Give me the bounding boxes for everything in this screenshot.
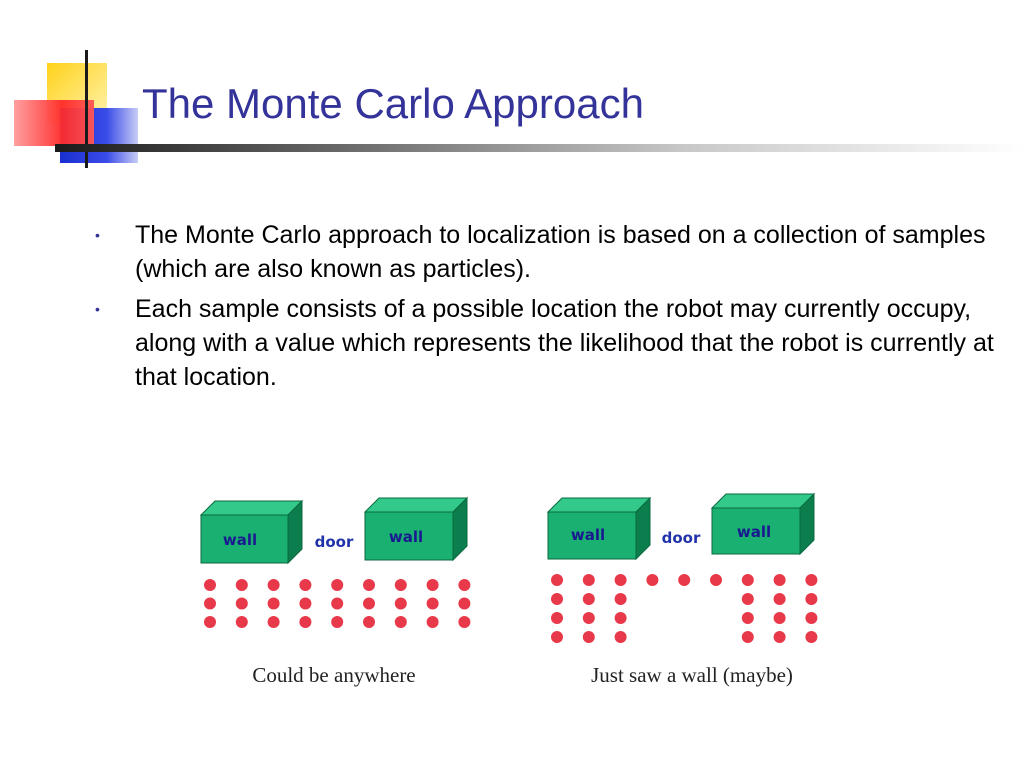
particle bbox=[710, 574, 722, 586]
bullet-icon: • bbox=[95, 301, 100, 317]
particle bbox=[582, 612, 595, 624]
particle bbox=[614, 593, 627, 605]
particle bbox=[773, 593, 786, 605]
particle bbox=[394, 597, 407, 610]
panel-just-saw-a-wall: wall door wall Just saw a wall (maybe) bbox=[546, 492, 818, 687]
particle bbox=[582, 574, 595, 586]
particle bbox=[741, 612, 754, 624]
particle bbox=[582, 593, 595, 605]
slide-title: The Monte Carlo Approach bbox=[142, 80, 644, 127]
particle bbox=[458, 616, 471, 628]
particle bbox=[582, 631, 595, 643]
particle bbox=[363, 616, 375, 628]
particle bbox=[741, 631, 754, 643]
particle bbox=[299, 597, 312, 610]
bullet-text: The Monte Carlo approach to localization… bbox=[135, 221, 986, 283]
wall-block-left: wall bbox=[546, 496, 652, 561]
particle bbox=[299, 616, 312, 628]
particle bbox=[773, 631, 786, 643]
particle bbox=[551, 612, 563, 624]
bullet-item: • Each sample consists of a possible loc… bbox=[95, 292, 1005, 394]
particle bbox=[458, 579, 471, 591]
particle bbox=[235, 579, 248, 591]
particle bbox=[773, 612, 786, 624]
particle bbox=[204, 579, 216, 591]
bullet-list: • The Monte Carlo approach to localizati… bbox=[95, 218, 1005, 400]
particle bbox=[235, 616, 248, 628]
wall-block-left: wall bbox=[199, 499, 304, 565]
wall-label: wall bbox=[389, 528, 423, 546]
wall-block-right: wall bbox=[363, 496, 469, 562]
particle bbox=[805, 612, 818, 624]
particle bbox=[458, 597, 471, 610]
particle bbox=[299, 579, 312, 591]
particle-grid bbox=[204, 579, 471, 628]
particle bbox=[394, 616, 407, 628]
particle bbox=[551, 631, 563, 643]
particle bbox=[363, 579, 375, 591]
slide-logo bbox=[14, 50, 138, 168]
particle bbox=[773, 574, 786, 586]
particle bbox=[331, 597, 344, 610]
title-underline bbox=[55, 144, 1024, 152]
particle bbox=[614, 574, 627, 586]
particle bbox=[805, 631, 818, 643]
particle-grid bbox=[551, 574, 818, 643]
particle bbox=[267, 597, 280, 610]
particle bbox=[805, 593, 818, 605]
particle bbox=[426, 616, 439, 628]
particle bbox=[363, 597, 375, 610]
panel-caption: Could be anywhere bbox=[252, 663, 415, 687]
particle bbox=[331, 579, 344, 591]
wall-label: wall bbox=[223, 531, 257, 549]
particle bbox=[331, 616, 344, 628]
particle bbox=[204, 616, 216, 628]
particle bbox=[426, 597, 439, 610]
particle bbox=[741, 593, 754, 605]
particle bbox=[741, 574, 754, 586]
wall-block-right: wall bbox=[710, 492, 816, 556]
particle bbox=[235, 597, 248, 610]
panel-could-be-anywhere: wall door wall Could be anywhere bbox=[199, 496, 471, 687]
particle bbox=[551, 574, 563, 586]
particle bbox=[267, 616, 280, 628]
particle bbox=[614, 612, 627, 624]
bullet-item: • The Monte Carlo approach to localizati… bbox=[95, 218, 1005, 286]
particle bbox=[426, 579, 439, 591]
particle bbox=[646, 574, 659, 586]
wall-label: wall bbox=[737, 523, 771, 541]
wall-label: wall bbox=[571, 526, 605, 544]
door-label: door bbox=[662, 529, 701, 547]
panel-caption: Just saw a wall (maybe) bbox=[591, 663, 793, 687]
particle bbox=[678, 574, 691, 586]
particle bbox=[267, 579, 280, 591]
bullet-text: Each sample consists of a possible locat… bbox=[135, 295, 994, 391]
particle bbox=[805, 574, 818, 586]
door-label: door bbox=[315, 533, 354, 551]
bullet-icon: • bbox=[95, 227, 100, 243]
particle bbox=[394, 579, 407, 591]
particle bbox=[204, 597, 216, 610]
particle bbox=[551, 593, 563, 605]
particle bbox=[614, 631, 627, 643]
